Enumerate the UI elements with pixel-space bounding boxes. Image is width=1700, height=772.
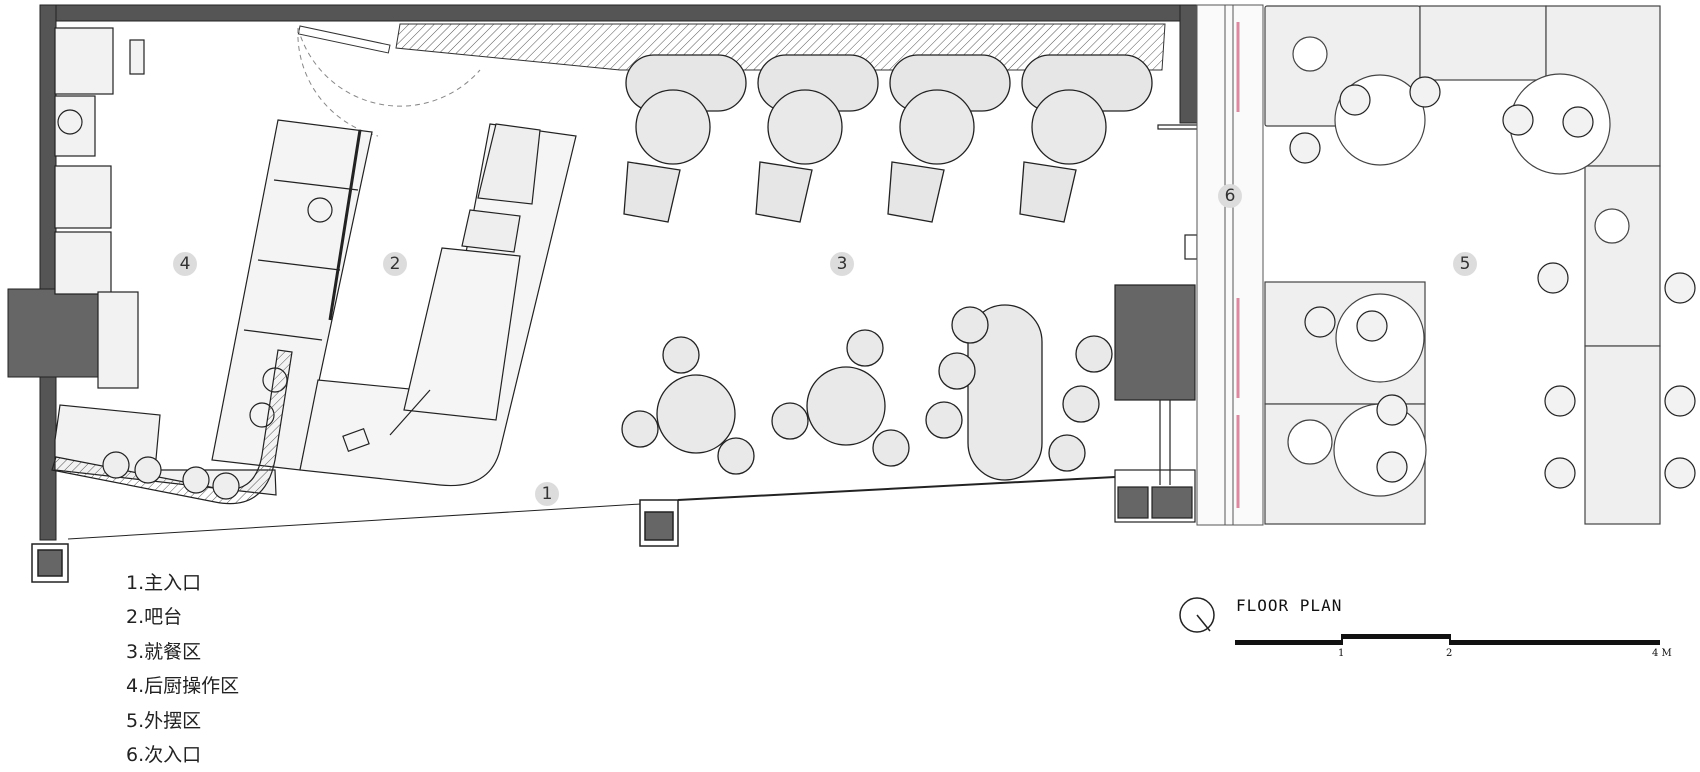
- zone-label-entrance: 1: [535, 482, 559, 506]
- legend-item: 6.次入口: [126, 743, 202, 766]
- zone-label-secondary-entrance: 6: [1218, 184, 1242, 208]
- prep-counter: [51, 349, 293, 505]
- booth-chairs: [623, 161, 1077, 223]
- bar-counter: [299, 123, 577, 487]
- plan-title: FLOOR PLAN: [1236, 596, 1343, 615]
- zone-label-outdoor: 5: [1453, 252, 1477, 276]
- secondary-entrance: [1114, 124, 1199, 523]
- scale-tick: 4 M: [1652, 648, 1672, 659]
- legend-item: 4.后厨操作区: [126, 675, 240, 698]
- scale-tick: 2: [1446, 648, 1453, 659]
- zone-label-kitchen: 4: [173, 252, 197, 276]
- scale-tick: 1: [1338, 648, 1345, 659]
- legend-item: 3.就餐区: [126, 640, 202, 663]
- scale-bar: [1235, 634, 1660, 645]
- booth-tables: [635, 89, 1107, 165]
- lounge-tables: [621, 304, 1113, 481]
- columns: [31, 499, 679, 583]
- legend-item: 2.吧台: [126, 606, 183, 629]
- north-arrow-icon: [1179, 597, 1215, 633]
- threshold: [1196, 4, 1264, 526]
- zone-label-bar: 2: [383, 252, 407, 276]
- zone-label-dining: 3: [830, 252, 854, 276]
- legend-item: 5.外摆区: [126, 709, 202, 732]
- legend-item: 1.主入口: [126, 572, 202, 594]
- outdoor-stools: [1289, 76, 1696, 489]
- entrance-line: [67, 476, 1116, 540]
- legend: 1.主入口 2.吧台 3.就餐区 4.后厨操作区 5.外摆区 6.次入口: [126, 566, 239, 772]
- main-door-swing: [297, 27, 481, 137]
